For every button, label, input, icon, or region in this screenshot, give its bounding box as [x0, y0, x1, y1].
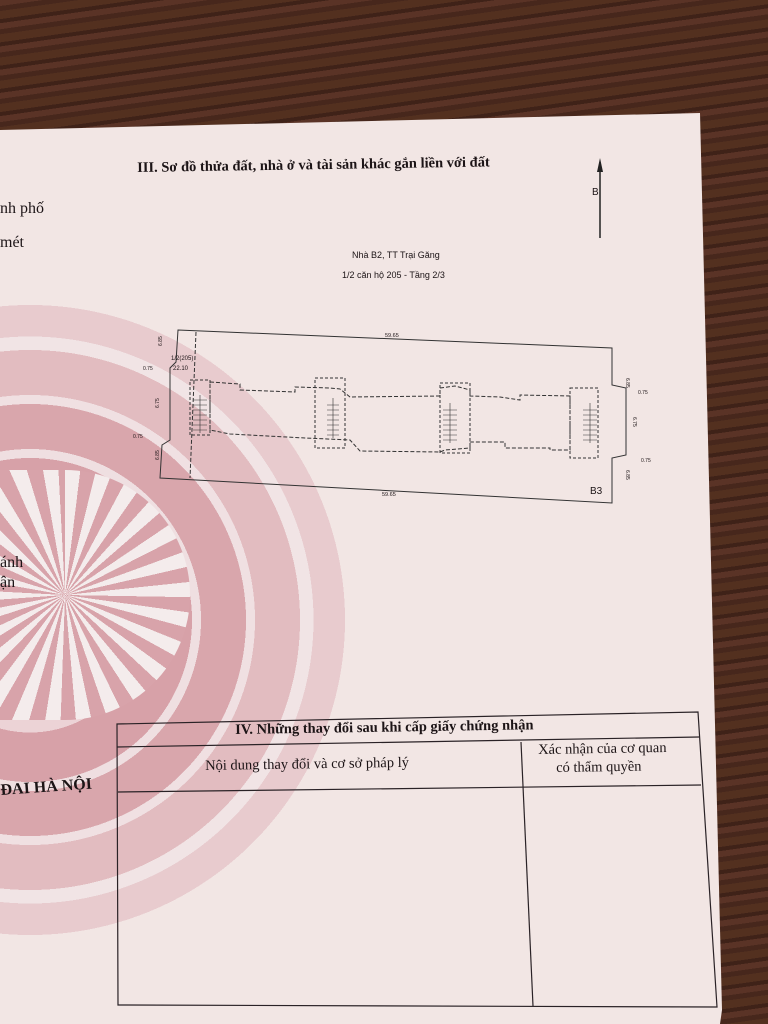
left-fragment-1: nh phố [0, 200, 44, 217]
column-header-confirmation-line2: có thẩm quyền [556, 758, 642, 776]
stair-2 [314, 377, 346, 449]
plan-unit-label: 1/2(205) [171, 356, 194, 362]
column-header-content: Nội dung thay đổi và cơ sở pháp lý [205, 754, 410, 774]
north-arrow [597, 158, 603, 238]
stair-4 [569, 387, 599, 459]
right-dim-2: 0.75 [638, 390, 648, 396]
left-fragment-2: mét [0, 234, 24, 251]
left-dim-2: 0.75 [143, 366, 153, 372]
left-dim-4: 0.75 [133, 434, 143, 440]
north-label: B [592, 187, 599, 198]
left-fragment-4: ận [0, 574, 16, 591]
right-dim-4: 0.75 [641, 458, 651, 464]
stair-1 [189, 379, 211, 436]
corridor [209, 381, 571, 453]
plan-outline [159, 329, 627, 504]
stair-3 [439, 382, 471, 454]
left-fragment-3: ánh [0, 554, 24, 571]
plan-top-length: 59.65 [385, 333, 399, 339]
adjacent-label-b3: B3 [590, 486, 603, 497]
building-name: Nhà B2, TT Trại Găng [352, 250, 440, 260]
plan-bottom-length: 59.65 [382, 492, 396, 498]
plan-area: 22.10 [173, 366, 189, 372]
floor-plan [159, 329, 627, 504]
column-header-confirmation-line1: Xác nhận của cơ quan [538, 739, 667, 758]
unit-description: 1/2 căn hộ 205 - Tầng 2/3 [342, 270, 445, 280]
